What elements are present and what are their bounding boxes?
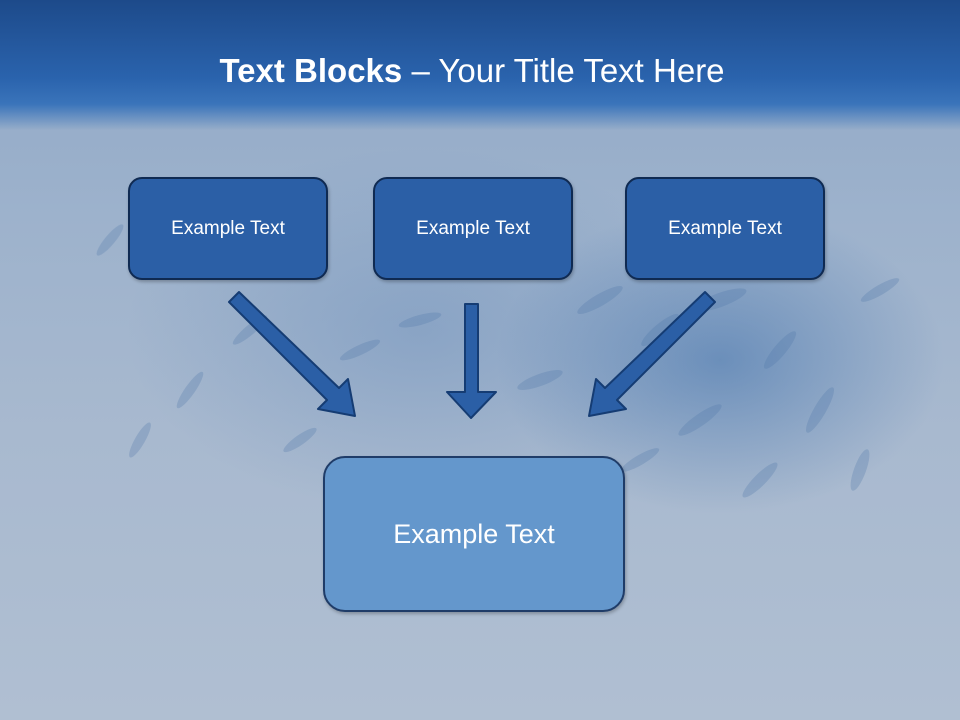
arrow-left-icon [228,291,356,417]
slide-title: Text Blocks – Your Title Text Here [0,52,944,90]
text-block-left[interactable]: Example Text [128,177,328,280]
text-block-bottom[interactable]: Example Text [323,456,625,612]
arrow-center-icon [446,303,497,419]
title-rest: Your Title Text Here [438,52,725,89]
text-block-center[interactable]: Example Text [373,177,573,280]
title-dash: – [411,52,430,89]
text-block-right[interactable]: Example Text [625,177,825,280]
arrow-right-icon [588,291,716,417]
header-band [0,0,960,130]
title-bold: Text Blocks [219,52,403,89]
